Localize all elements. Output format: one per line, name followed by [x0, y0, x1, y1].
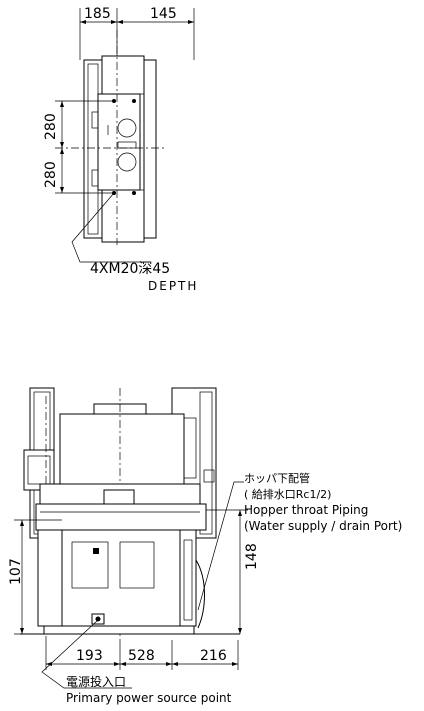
hopper-label-jp-1: ホッパ下配管 [244, 471, 310, 485]
right-rail [143, 59, 157, 239]
bolt-spec-label: 4XM20深45 [90, 261, 170, 277]
hopper-label-jp-2: ( 給排水口Rc1/2) [244, 487, 331, 501]
panel-door [119, 541, 155, 589]
motor-housing [59, 413, 185, 485]
dim-216: 216 [200, 648, 227, 664]
power-label-jp: 電源投入口 [66, 674, 126, 689]
water-pipe [195, 559, 205, 629]
dim-280-lower: 280 [43, 161, 59, 188]
base-cabinet [61, 529, 181, 627]
hand-wheel [23, 449, 55, 491]
bolt-depth-label: DEPTH [148, 279, 198, 293]
bolt-hole [132, 99, 136, 103]
dim-193: 193 [76, 648, 103, 664]
dim-145: 145 [150, 6, 177, 22]
platen [35, 503, 207, 531]
dim-148: 148 [244, 543, 260, 570]
hopper-label-en-2: (Water supply / drain Port) [244, 519, 402, 533]
dim-280-upper: 280 [43, 113, 59, 140]
dim-107: 107 [8, 558, 24, 585]
hopper-label-en-1: Hopper throat Piping [244, 503, 368, 517]
bolt-hole [132, 191, 136, 195]
bolt-hole [112, 99, 116, 103]
dim-528: 528 [128, 648, 155, 664]
dim-185: 185 [84, 6, 111, 22]
front-view: 107 148 193 528 216 電源投入口 Primary power … [8, 387, 402, 705]
power-label-en: Primary power source point [66, 691, 232, 705]
floor-base [43, 625, 195, 635]
top-view: 185 145 280 280 4XM20 [43, 6, 198, 293]
